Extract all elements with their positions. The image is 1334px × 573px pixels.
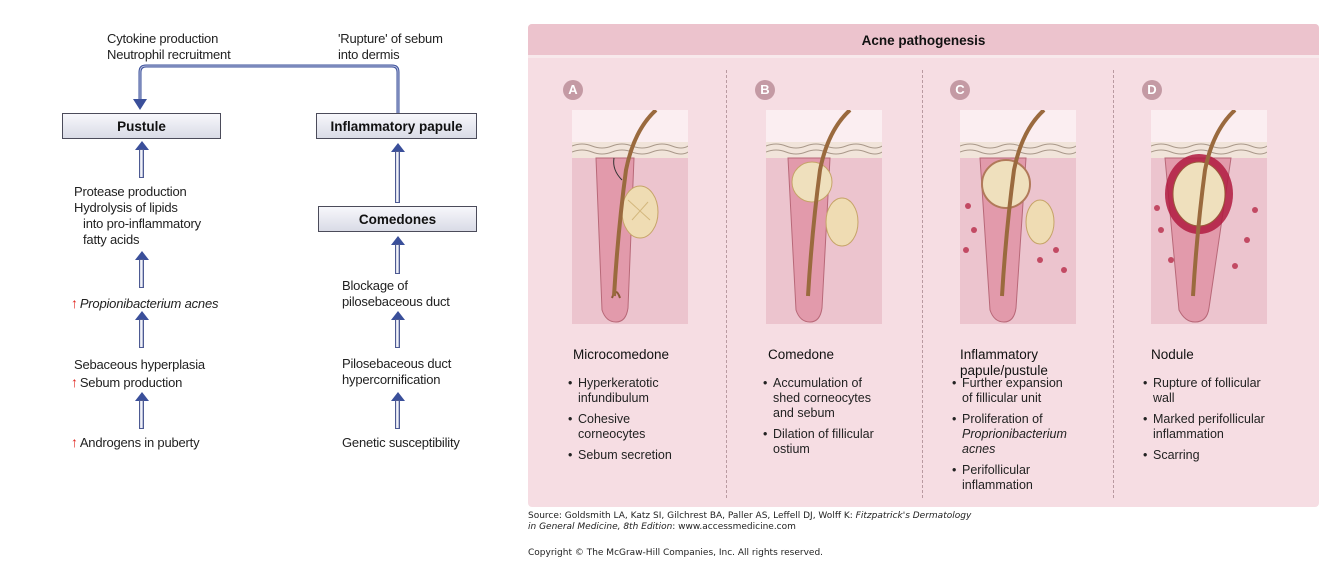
microcomedone-illustration	[572, 110, 688, 324]
pustule-box: Pustule	[62, 113, 221, 139]
androgens-text: ↑Androgens in puberty	[71, 434, 200, 450]
stage-column-c: C Inflammatory papule/pustule Further ex…	[922, 70, 1113, 500]
increase-arrow-icon: ↑	[71, 374, 78, 390]
column-divider	[1113, 70, 1114, 498]
connector-arrowhead	[133, 99, 147, 110]
bullet-item: Sebum secretion	[568, 448, 718, 463]
stage-bullets: Hyperkeratotic infundibulum Cohesive cor…	[568, 376, 718, 469]
feedback-connector	[133, 64, 400, 113]
stage-column-a: A Microcomedone Hyperkeratotic infundibu…	[528, 70, 726, 500]
up-arrow	[135, 311, 149, 348]
sebum-text: ↑Sebum production	[71, 374, 183, 390]
bullet-item: Hyperkeratotic infundibulum	[568, 376, 718, 406]
comedone-illustration	[766, 110, 882, 324]
papule-pustule-illustration	[960, 110, 1076, 324]
stage-name: Inflammatory papule/pustule	[960, 347, 1048, 378]
stage-name: Comedone	[768, 347, 835, 362]
sebaceous-text: Sebaceous hyperplasia	[74, 357, 205, 372]
stage-name: Microcomedone	[573, 347, 670, 362]
increase-arrow-icon: ↑	[71, 295, 78, 311]
cytokine-text: Cytokine production Neutrophil recruitme…	[107, 31, 231, 62]
bullet-item: Perifollicular inflammation	[952, 463, 1108, 493]
column-divider	[922, 70, 923, 498]
stage-column-b: B Comedone Accumulation of shed corneocy…	[726, 70, 922, 500]
bullet-item: Marked perifollicular inflammation	[1143, 412, 1313, 442]
acne-pathogenesis-panel: Acne pathogenesis A Microcomedone Hyperk…	[528, 24, 1319, 507]
inflammatory-papule-box: Inflammatory papule	[316, 113, 477, 139]
panel-header: Acne pathogenesis	[528, 24, 1319, 58]
rupture-text: 'Rupture' of sebum into dermis	[338, 31, 443, 62]
stage-name: Nodule	[1151, 347, 1194, 362]
bullet-item: Further expansion of fillicular unit	[952, 376, 1108, 406]
stage-letter-badge: A	[563, 80, 583, 100]
copyright-notice: Copyright © The McGraw-Hill Companies, I…	[528, 548, 824, 558]
nodule-illustration	[1151, 110, 1267, 324]
source-citation: Source: Goldsmith LA, Katz SI, Gilchrest…	[528, 511, 972, 532]
bullet-item: Accumulation of shed corneocytes and seb…	[763, 376, 913, 421]
up-arrow	[391, 236, 405, 274]
hypercornification-text: Pilosebaceous duct hypercornification	[342, 356, 452, 387]
bullet-item: Rupture of follicular wall	[1143, 376, 1313, 406]
protease-text: Protease production Hydrolysis of lipids…	[74, 184, 201, 247]
up-arrow	[135, 251, 149, 288]
stage-column-d: D Nodule Rupture of follicular wall Mark…	[1113, 70, 1319, 500]
panel-title: Acne pathogenesis	[861, 33, 986, 48]
up-arrow	[391, 392, 405, 429]
pathogenesis-flowchart: Cytokine production Neutrophil recruitme…	[0, 0, 520, 573]
stage-letter-badge: C	[950, 80, 970, 100]
stage-letter-badge: D	[1142, 80, 1162, 100]
propionibacterium-text: ↑Propionibacterium acnes	[71, 295, 219, 311]
comedones-box: Comedones	[318, 206, 477, 232]
stage-letter-badge: B	[755, 80, 775, 100]
up-arrow	[135, 392, 149, 429]
stage-bullets: Rupture of follicular wall Marked perifo…	[1143, 376, 1313, 469]
column-divider	[726, 70, 727, 498]
up-arrow	[391, 143, 405, 203]
up-arrow	[135, 141, 149, 178]
stage-bullets: Accumulation of shed corneocytes and seb…	[763, 376, 913, 463]
bullet-item: Dilation of fillicular ostium	[763, 427, 913, 457]
bullet-item: Scarring	[1143, 448, 1313, 463]
genetic-text: Genetic susceptibility	[342, 435, 460, 450]
increase-arrow-icon: ↑	[71, 434, 78, 450]
up-arrow	[391, 311, 405, 348]
bullet-item: Proliferation of Proprionibacterium acne…	[952, 412, 1108, 457]
bullet-item: Cohesive corneocytes	[568, 412, 718, 442]
stage-bullets: Further expansion of fillicular unit Pro…	[952, 376, 1108, 499]
blockage-text: Blockage of pilosebaceous duct	[342, 278, 450, 309]
